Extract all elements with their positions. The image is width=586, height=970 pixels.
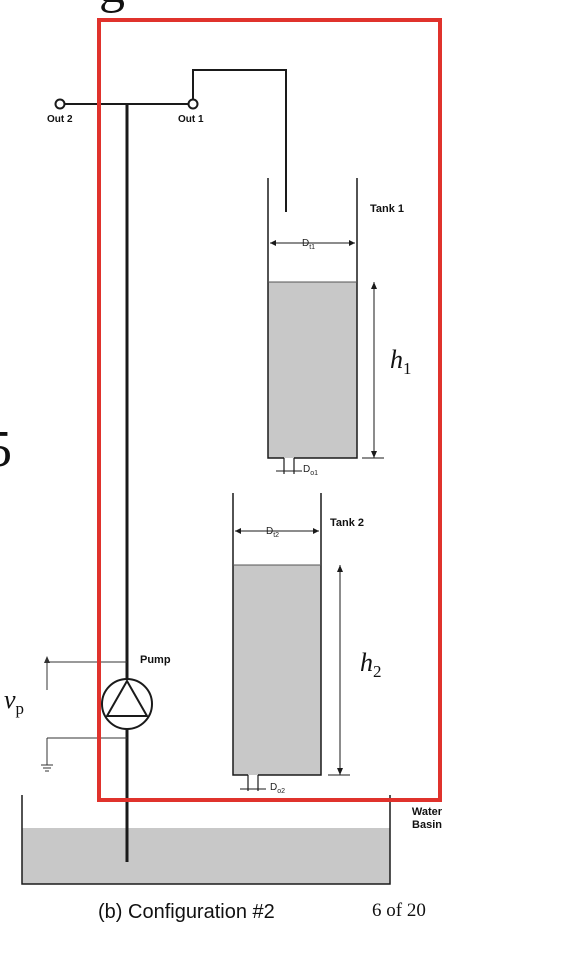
pump-icon [101, 678, 153, 730]
pump-label: Pump [140, 654, 171, 666]
water-basin-label: Water Basin [411, 806, 443, 831]
figure-caption: (b) Configuration #2 [98, 901, 275, 923]
out1-label: Out 1 [178, 114, 204, 125]
pump-voltage-wiring [46, 661, 127, 765]
h1-label: h1 [390, 345, 412, 379]
water-basin-outline [21, 795, 391, 885]
tank2-water [233, 565, 321, 775]
outlet-pipe-tank1 [192, 69, 287, 212]
header-fragment: g [99, 0, 125, 15]
h2-label: h2 [360, 648, 382, 682]
tank1-water [268, 282, 357, 458]
do1-label: Do1 [303, 464, 319, 477]
page-number: 6 of 20 [372, 900, 426, 921]
tank2-label: Tank 2 [330, 517, 365, 529]
tank1-label: Tank 1 [370, 203, 405, 215]
water-basin-fill [22, 828, 390, 884]
vp-label: vp [4, 685, 25, 719]
dt2-label: Dt2 [266, 526, 280, 539]
highlight-box [97, 18, 442, 802]
out2-label: Out 2 [47, 114, 73, 125]
ground-icon [41, 764, 53, 772]
tank2-walls [232, 493, 322, 776]
do2-label: Do2 [270, 782, 286, 795]
tank1-walls [267, 178, 358, 459]
side-fragment: 5 [0, 420, 12, 479]
dt1-label: Dt1 [302, 238, 316, 251]
out1-port [187, 98, 199, 110]
out2-port [54, 98, 66, 110]
